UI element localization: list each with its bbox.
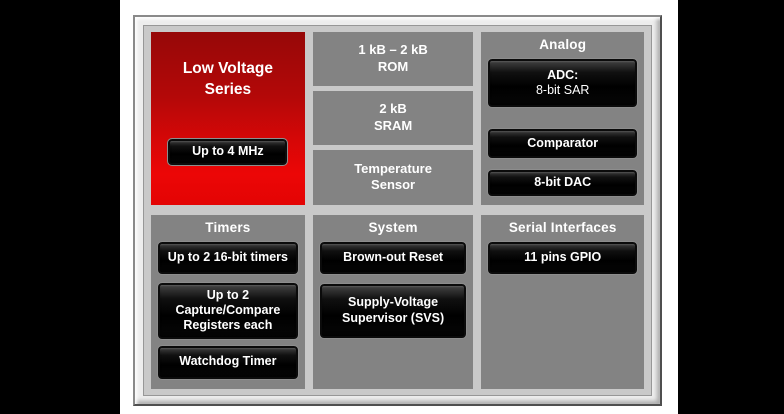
- comparator-label: Comparator: [527, 135, 599, 150]
- analog-header: Analog: [539, 37, 587, 52]
- capture-compare-block: Up to 2 Capture/Compare Registers each: [157, 281, 299, 340]
- low-voltage-series-title: Low Voltage Series: [183, 59, 273, 101]
- up-to-4mhz-block: Up to 4 MHz: [167, 137, 289, 166]
- diagram-canvas: Low Voltage Series Up to 4 MHz 1 kB – 2 …: [143, 25, 652, 396]
- up-to-4mhz-label: Up to 4 MHz: [192, 144, 264, 159]
- diagram-grid: Low Voltage Series Up to 4 MHz 1 kB – 2 …: [151, 32, 644, 389]
- svs-line1: Supply-Voltage: [348, 295, 439, 310]
- svs-block: Supply-Voltage Supervisor (SVS): [318, 282, 468, 339]
- svs-line2: Supervisor (SVS): [342, 310, 445, 325]
- watchdog-timer-block: Watchdog Timer: [157, 344, 299, 380]
- serial-interfaces-header: Serial Interfaces: [508, 219, 617, 235]
- panel-analog: Analog ADC: 8-bit SAR Comparator 8-bit D…: [481, 32, 644, 205]
- low-voltage-title-line2: Series: [204, 80, 252, 98]
- gpio-label: 11 pins GPIO: [524, 249, 602, 264]
- low-voltage-title-line1: Low Voltage: [182, 60, 273, 77]
- brownout-reset-block: Brown-out Reset: [318, 240, 468, 275]
- panel-system: System Brown-out Reset Supply-Voltage Su…: [312, 214, 474, 389]
- panel-low-voltage-series: Low Voltage Series Up to 4 MHz: [151, 32, 305, 205]
- rom-line2: ROM: [377, 59, 409, 75]
- brownout-reset-label: Brown-out Reset: [343, 249, 444, 264]
- timers-header: Timers: [205, 219, 251, 235]
- panel-memory: 1 kB – 2 kB ROM 2 kB SRAM Temperature Se…: [312, 32, 474, 205]
- capture-line1: Up to 2: [206, 287, 250, 302]
- adc-line2: 8-bit SAR: [535, 83, 590, 97]
- diagram-frame: Low Voltage Series Up to 4 MHz 1 kB – 2 …: [133, 15, 662, 406]
- adc-line1: ADC:: [547, 67, 579, 82]
- 16bit-timers-block: Up to 2 16-bit timers: [157, 240, 299, 275]
- temp-line1: Temperature: [354, 160, 432, 176]
- dac-label: 8-bit DAC: [534, 175, 592, 190]
- system-header: System: [368, 219, 418, 235]
- panel-timers: Timers Up to 2 16-bit timers Up to 2 Cap…: [151, 214, 305, 389]
- capture-line2: Capture/Compare: [175, 302, 281, 317]
- dac-block: 8-bit DAC: [487, 169, 638, 197]
- sram-line2: SRAM: [373, 118, 413, 134]
- temperature-sensor-block: Temperature Sensor: [312, 150, 474, 205]
- 16bit-timers-label: Up to 2 16-bit timers: [167, 249, 288, 264]
- left-black-bar: [0, 0, 120, 414]
- rom-line1: 1 kB – 2 kB: [358, 42, 428, 58]
- adc-block: ADC: 8-bit SAR: [487, 58, 638, 108]
- comparator-block: Comparator: [487, 128, 638, 159]
- temp-line2: Sensor: [371, 177, 416, 193]
- sram-block: 2 kB SRAM: [312, 91, 474, 146]
- panel-serial-interfaces: Serial Interfaces 11 pins GPIO: [481, 214, 644, 389]
- gpio-block: 11 pins GPIO: [487, 240, 638, 275]
- capture-line3: Registers each: [183, 318, 273, 333]
- right-black-bar: [678, 0, 784, 414]
- rom-block: 1 kB – 2 kB ROM: [312, 32, 474, 87]
- sram-line1: 2 kB: [379, 101, 407, 117]
- watchdog-timer-label: Watchdog Timer: [179, 354, 277, 369]
